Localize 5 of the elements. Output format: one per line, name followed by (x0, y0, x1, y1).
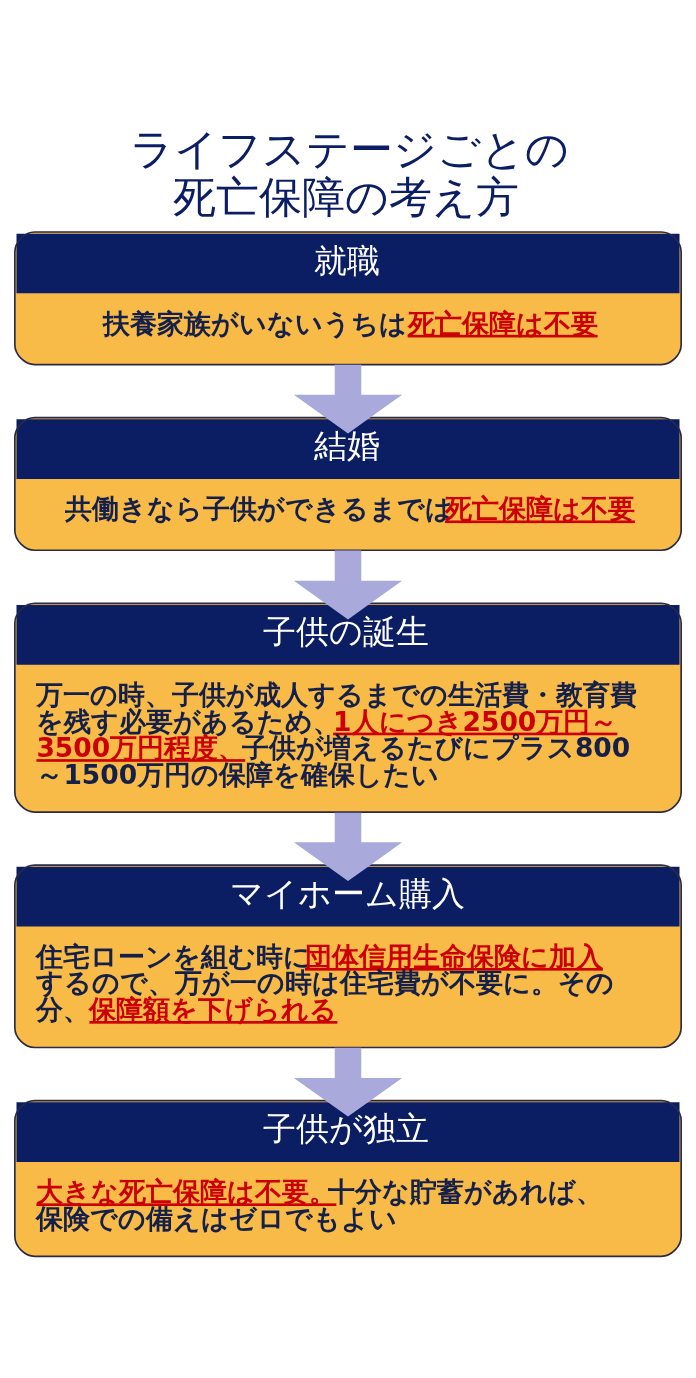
diagram-title: ライフステージごとの死亡保障の考え方 (130, 123, 570, 222)
arrow (293, 1047, 403, 1117)
arrow (293, 550, 403, 619)
arrow (293, 364, 403, 433)
arrow (293, 812, 403, 881)
